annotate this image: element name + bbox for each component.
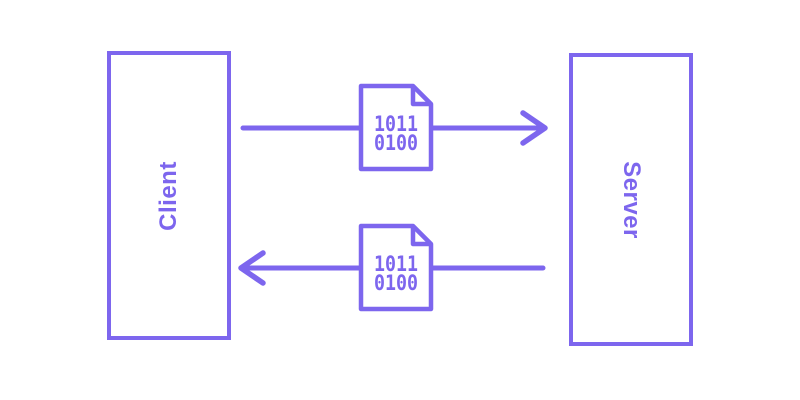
request-arrow: [240, 110, 548, 146]
document-body: [358, 223, 434, 312]
server-node-box: Server: [569, 53, 693, 346]
document-body: [358, 83, 434, 172]
response-payload-line2: 0100: [374, 271, 418, 295]
response-binary-document-icon: 1011 0100: [358, 223, 434, 312]
client-node-box: Client: [107, 51, 231, 340]
request-binary-document-icon: 1011 0100: [358, 83, 434, 172]
response-payload-line1: 1011: [374, 252, 418, 276]
client-node-label: Client: [154, 160, 182, 231]
document-fold-corner: [410, 226, 431, 247]
request-payload-line2: 0100: [374, 131, 418, 155]
arrow-left-icon: [238, 250, 266, 286]
server-node-label: Server: [617, 160, 645, 239]
document-fold-corner: [410, 86, 431, 107]
response-arrow: [238, 250, 546, 286]
arrow-right-icon: [520, 110, 548, 146]
request-payload-line1: 1011: [374, 112, 418, 136]
